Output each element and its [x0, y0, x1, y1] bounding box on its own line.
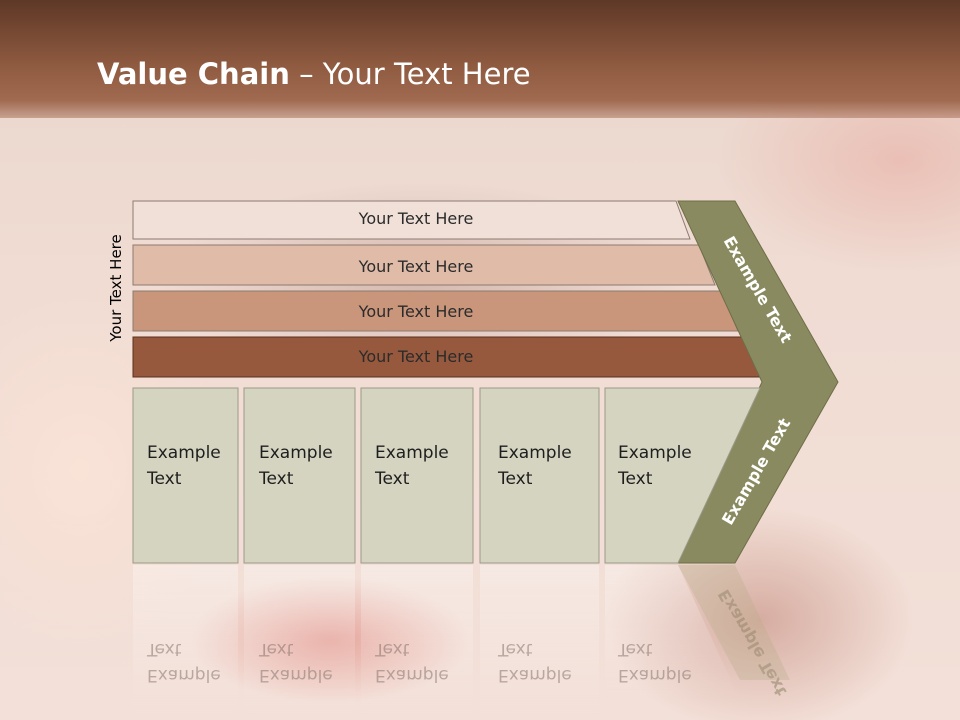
bar-1-label: Your Text Here: [358, 209, 474, 228]
box-3-line1: Example: [375, 443, 449, 463]
reflection-box-1-line1: Example: [147, 665, 221, 685]
box-5-line2: Text: [617, 469, 653, 489]
box-4-line2: Text: [497, 469, 533, 489]
box-4[interactable]: [479, 387, 600, 564]
title-rest: – Your Text Here: [289, 57, 531, 91]
box-5[interactable]: [604, 387, 761, 564]
reflection-box-3: [361, 565, 473, 720]
box-4-line1: Example: [498, 443, 572, 463]
reflection-box-1-line2: Text: [146, 639, 182, 659]
box-1-line1: Example: [147, 443, 221, 463]
page-title: Value Chain – Your Text Here: [97, 52, 531, 96]
reflection-box-5-line1: Example: [618, 665, 692, 685]
reflection-box-1: [133, 565, 238, 720]
reflection: Example Text Example Text Example Text E…: [133, 565, 791, 720]
reflection-box-2: [244, 565, 355, 720]
box-3[interactable]: [360, 387, 474, 564]
reflection-box-5: [605, 565, 740, 700]
box-group: Example Text Example Text Example Text E…: [132, 387, 761, 564]
box-2[interactable]: [243, 387, 356, 564]
bar-1[interactable]: [132, 200, 691, 240]
reflection-box-4-line2: Text: [497, 639, 533, 659]
bar-group: Your Text Here Your Text Here Your Text …: [132, 200, 763, 378]
bar-2-label: Your Text Here: [358, 257, 474, 276]
title-band: [0, 0, 960, 118]
box-1-line2: Text: [146, 469, 182, 489]
reflection-box-3-line2: Text: [374, 639, 410, 659]
box-2-line2: Text: [258, 469, 294, 489]
reflection-box-2-line2: Text: [258, 639, 294, 659]
bar-2[interactable]: [132, 244, 716, 286]
bar-4-label: Your Text Here: [358, 347, 474, 366]
box-1[interactable]: [132, 387, 239, 564]
reflection-box-4-line1: Example: [498, 665, 572, 685]
box-5-line1: Example: [618, 443, 692, 463]
box-3-line2: Text: [374, 469, 410, 489]
reflection-box-4: [480, 565, 599, 720]
reflection-box-3-line1: Example: [375, 665, 449, 685]
box-2-line1: Example: [259, 443, 333, 463]
reflection-box-5-line2: Text: [617, 639, 653, 659]
chevron-arrow[interactable]: [677, 200, 839, 564]
reflection-chevron: [678, 565, 790, 680]
reflection-box-2-line1: Example: [259, 665, 333, 685]
title-bold: Value Chain: [97, 57, 290, 91]
bar-3-label: Your Text Here: [358, 302, 474, 321]
